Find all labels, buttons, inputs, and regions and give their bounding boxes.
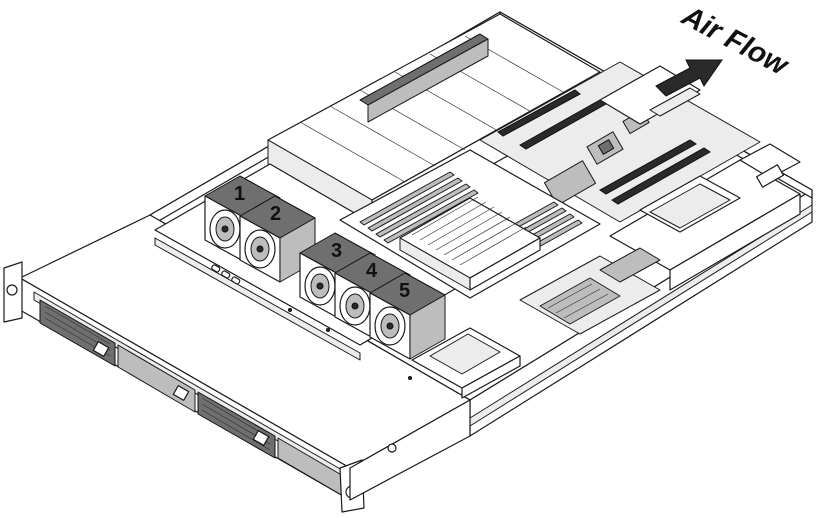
airflow-arrow-icon (655, 59, 723, 97)
airflow-indicator: Air Flow (655, 0, 795, 97)
fan-4-label: 4 (366, 260, 378, 282)
cpu-heatsink (399, 196, 541, 291)
fan-3-label: 3 (331, 240, 342, 262)
drive-cage (411, 327, 521, 399)
fan-5-label: 5 (399, 280, 410, 302)
system-fans: 1 2 3 4 (204, 175, 446, 360)
memory-slots-left (359, 171, 479, 244)
bracket-holes (211, 264, 412, 380)
power-supply (609, 143, 801, 291)
fan-1-label: 1 (234, 183, 245, 205)
chipset-area (519, 247, 661, 335)
fan-2-label: 2 (270, 203, 281, 225)
fan-5: 5 (369, 272, 446, 360)
front-panel (3, 214, 471, 513)
drive-bays (39, 299, 346, 498)
cpu-memory-area (339, 149, 601, 299)
